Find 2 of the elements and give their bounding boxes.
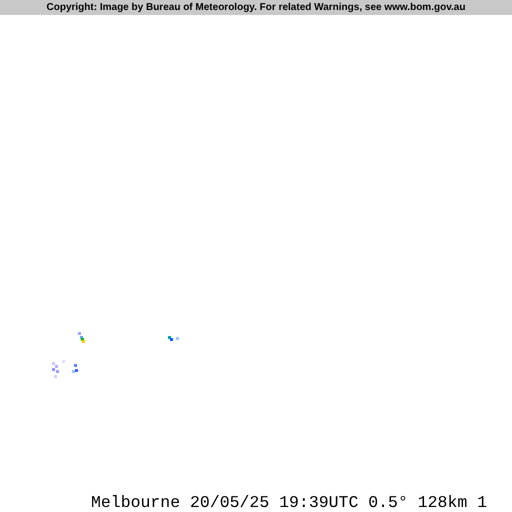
copyright-banner: Copyright: Image by Bureau of Meteorology. For related Warnings, see www.bom.gov.au: [0, 0, 512, 15]
radar-info-text: Melbourne 20/05/25 19:39UTC 0.5° 128km 1: [91, 493, 488, 512]
